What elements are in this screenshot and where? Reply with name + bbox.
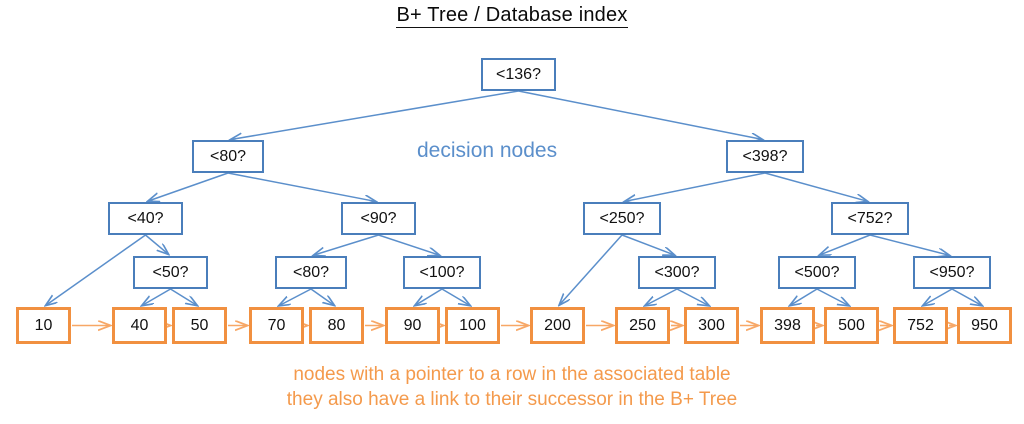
leaf-caption-line-2: they also have a link to their successor… (286, 389, 738, 410)
leaf-node-label: 50 (190, 316, 209, 334)
leaf-node-label: 200 (544, 316, 571, 334)
decision-node[interactable]: <500? (778, 256, 856, 289)
tree-edge (764, 172, 867, 201)
leaf-node-label: 70 (267, 316, 286, 334)
decision-node-label: <500? (794, 263, 840, 281)
tree-edge (869, 234, 949, 255)
decision-node-label: <950? (929, 263, 975, 281)
leaf-node-label: 950 (971, 316, 998, 334)
decision-node-label: <100? (419, 263, 465, 281)
tree-edge (279, 288, 312, 306)
decision-node-label: <90? (360, 209, 397, 227)
tree-edge (676, 288, 709, 306)
leaf-node-label: 500 (838, 316, 865, 334)
leaf-node-label: 300 (698, 316, 725, 334)
tree-edge (816, 288, 849, 306)
page-title: B+ Tree / Database index (0, 4, 1024, 28)
leaf-node-label: 10 (34, 316, 53, 334)
decision-node-label: <300? (654, 263, 700, 281)
tree-edge (170, 288, 197, 305)
tree-edge (790, 288, 818, 305)
tree-edge (951, 288, 982, 306)
decision-node[interactable]: <90? (341, 202, 416, 235)
tree-edge (415, 288, 443, 305)
tree-edge (645, 288, 678, 306)
tree-edge (560, 234, 623, 305)
leaf-node[interactable]: 752 (893, 307, 948, 344)
tree-edge (820, 234, 871, 255)
leaf-node[interactable]: 40 (112, 307, 167, 344)
decision-node[interactable]: <950? (913, 256, 991, 289)
leaf-node[interactable]: 10 (16, 307, 71, 344)
decision-node[interactable]: <136? (481, 58, 556, 91)
leaf-caption: nodes with a pointer to a row in the ass… (0, 362, 1024, 412)
decision-node[interactable]: <50? (133, 256, 208, 289)
leaf-node[interactable]: 70 (249, 307, 304, 344)
tree-edge (145, 234, 169, 254)
tree-edge (310, 288, 334, 305)
decision-nodes-label: decision nodes (417, 139, 558, 162)
tree-edge (142, 288, 171, 305)
decision-node-label: <398? (742, 147, 788, 165)
leaf-node[interactable]: 250 (615, 307, 670, 344)
decision-node-label: <80? (209, 147, 247, 165)
leaf-node-label: 752 (907, 316, 934, 334)
leaf-node-label: 80 (327, 316, 346, 334)
leaf-node[interactable]: 50 (172, 307, 227, 344)
decision-node-label: <250? (599, 209, 645, 227)
leaf-node[interactable]: 90 (385, 307, 440, 344)
leaf-node[interactable]: 200 (530, 307, 585, 344)
leaf-node-label: 90 (403, 316, 422, 334)
tree-edge (227, 172, 376, 201)
decision-node[interactable]: <80? (192, 140, 264, 173)
leaf-node[interactable]: 300 (684, 307, 739, 344)
tree-edge (378, 234, 440, 255)
leaf-node[interactable]: 398 (760, 307, 815, 344)
decision-node[interactable]: <100? (403, 256, 481, 289)
tree-edge (148, 172, 229, 201)
leaf-node[interactable]: 100 (445, 307, 500, 344)
decision-node-label: <752? (847, 209, 893, 227)
decision-node[interactable]: <300? (638, 256, 716, 289)
tree-edge (441, 288, 470, 305)
tree-edge (231, 90, 519, 140)
leaf-node-label: 40 (130, 316, 149, 334)
leaf-caption-line-1: nodes with a pointer to a row in the ass… (293, 364, 731, 385)
tree-edge (314, 234, 379, 255)
tree-edge (621, 234, 674, 255)
leaf-node[interactable]: 80 (309, 307, 364, 344)
leaf-node-label: 100 (459, 316, 486, 334)
decision-node[interactable]: <398? (726, 140, 804, 173)
tree-edge (923, 288, 953, 306)
decision-node-label: <136? (496, 65, 541, 83)
page-title-text: B+ Tree / Database index (396, 4, 628, 28)
decision-node[interactable]: <752? (831, 202, 909, 235)
tree-edge (46, 234, 146, 305)
decision-node-label: <40? (127, 209, 164, 227)
decision-node[interactable]: <80? (275, 256, 347, 289)
decision-node-label: <80? (292, 263, 330, 281)
tree-edge (625, 172, 766, 201)
tree-edge (518, 90, 763, 139)
leaf-node[interactable]: 950 (957, 307, 1012, 344)
leaf-node-label: 250 (629, 316, 656, 334)
decision-node[interactable]: <250? (583, 202, 661, 235)
decision-node[interactable]: <40? (108, 202, 183, 235)
decision-node-label: <50? (152, 263, 189, 281)
leaf-node-label: 398 (774, 316, 801, 334)
leaf-node[interactable]: 500 (824, 307, 879, 344)
